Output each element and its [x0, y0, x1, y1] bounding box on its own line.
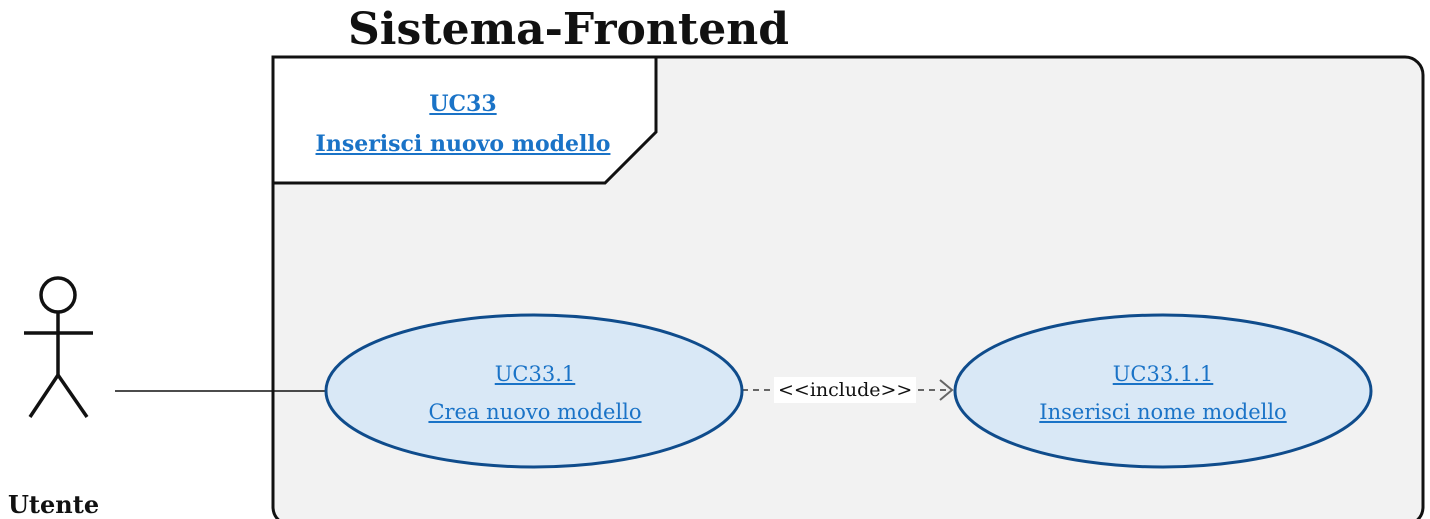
- include-arrowhead: [939, 379, 954, 401]
- actor-left-leg: [28, 374, 60, 418]
- actor-stick-figure[interactable]: [24, 276, 93, 418]
- include-stereotype-label: <<include>>: [774, 377, 917, 403]
- use-case-included-label: UC33.1.1 Inserisci nome modello: [955, 355, 1371, 431]
- use-case-ellipse-main[interactable]: [324, 313, 744, 469]
- use-case-main-name-link[interactable]: Crea nuovo modello: [428, 400, 642, 424]
- actor-head: [39, 276, 77, 314]
- frame-name-link[interactable]: Inserisci nuovo modello: [315, 131, 611, 157]
- frame-title: UC33 Inserisci nuovo modello: [274, 84, 652, 164]
- actor-name: Utente: [8, 490, 100, 519]
- use-case-main-label: UC33.1 Crea nuovo modello: [330, 355, 740, 431]
- use-case-included-id-link[interactable]: UC33.1.1: [1112, 362, 1214, 386]
- use-case-ellipse-included[interactable]: [953, 313, 1373, 469]
- use-case-main-id-link[interactable]: UC33.1: [494, 362, 576, 386]
- system-title: Sistema-Frontend: [348, 4, 789, 55]
- use-case-included-name-link[interactable]: Inserisci nome modello: [1039, 400, 1287, 424]
- frame-id-link[interactable]: UC33: [429, 91, 497, 117]
- frame-tab: [271, 55, 658, 185]
- actor-right-leg: [56, 374, 89, 418]
